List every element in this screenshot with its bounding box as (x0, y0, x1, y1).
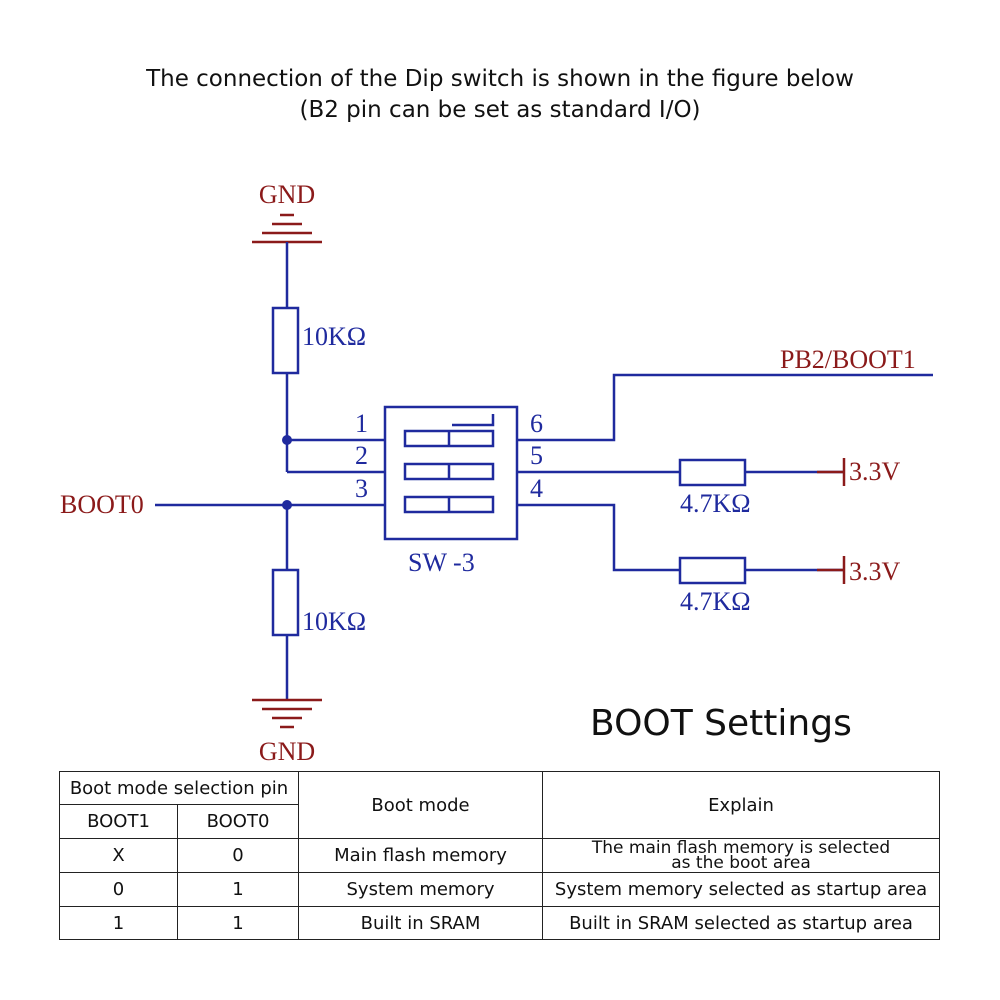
wire-pin6-to-pb2 (517, 373, 933, 442)
pb2-label: PB2/BOOT1 (780, 345, 916, 374)
cell-boot0: 1 (176, 872, 300, 907)
table-row: X 0 Main flash memory The main flash mem… (59, 837, 941, 873)
cell-boot1: 1 (59, 906, 178, 940)
table-header-row: Boot mode selection pin Boot mode Explai… (58, 771, 941, 839)
resistor-bottom (271, 568, 300, 637)
gnd-bottom-label: GND (259, 737, 315, 766)
resistor-right-1 (678, 458, 747, 487)
r-bottom-label: 10KΩ (302, 607, 366, 636)
v1-label: 3.3V (849, 457, 901, 486)
cell-boot1: X (59, 838, 178, 873)
gnd-bottom-symbol (252, 698, 322, 729)
cell-mode: Main flash memory (298, 838, 544, 873)
r-top-label: 10KΩ (302, 322, 366, 351)
r-right1-label: 4.7KΩ (680, 489, 751, 518)
table-row: 1 1 Built in SRAM Built in SRAM selected… (59, 906, 941, 940)
pin-6-label: 6 (530, 409, 543, 438)
junction-pin1 (282, 435, 292, 445)
cell-explain-line-2: as the boot area (671, 852, 811, 873)
header-selection-pin: Boot mode selection pin (58, 771, 300, 805)
cell-boot0: 1 (176, 906, 300, 940)
cell-mode: Built in SRAM (298, 906, 544, 940)
pin-4-label: 4 (530, 474, 543, 503)
boot-settings-table: Boot mode selection pin Boot mode Explai… (58, 771, 941, 940)
resistor-top (271, 306, 300, 375)
boot-settings-title: BOOT Settings (590, 703, 852, 744)
pin-1-label: 1 (355, 409, 368, 438)
caption-line-2: (B2 pin can be set as standard I/O) (299, 97, 701, 123)
junction-boot0 (282, 500, 292, 510)
cell-explain-line-1: The main flash memory is selected (591, 837, 891, 858)
cell-boot0: 0 (176, 838, 300, 873)
pin-5-label: 5 (530, 441, 543, 470)
switch-label: SW -3 (408, 548, 475, 577)
v2-label: 3.3V (849, 557, 901, 586)
wire-pin4 (517, 503, 680, 572)
boot0-label: BOOT0 (60, 490, 144, 519)
cell-boot1: 0 (59, 872, 178, 907)
header-boot0: BOOT0 (176, 804, 300, 839)
cell-explain: The main flash memory is selected as the… (542, 837, 941, 873)
gnd-top-symbol (252, 213, 322, 244)
table-subheader-row: BOOT1 BOOT0 (59, 804, 940, 839)
cell-explain: System memory selected as startup area (542, 872, 941, 907)
pin-3-label: 3 (355, 474, 368, 503)
caption-line-1: The connection of the Dip switch is show… (146, 66, 854, 92)
header-explain: Explain (542, 771, 941, 839)
cell-explain: Built in SRAM selected as startup area (542, 906, 941, 940)
r-right2-label: 4.7KΩ (680, 587, 751, 616)
dip-switch-schematic: GND GND 10KΩ 10KΩ BOOT0 PB2/BOOT1 3.3V 3… (60, 180, 933, 766)
cell-mode: System memory (298, 872, 544, 907)
header-boot-mode: Boot mode (298, 771, 544, 839)
resistor-right-2 (678, 556, 747, 585)
gnd-top-label: GND (259, 180, 315, 209)
header-boot1: BOOT1 (59, 804, 178, 839)
table-row: 0 1 System memory System memory selected… (59, 872, 941, 907)
pin-2-label: 2 (355, 441, 368, 470)
